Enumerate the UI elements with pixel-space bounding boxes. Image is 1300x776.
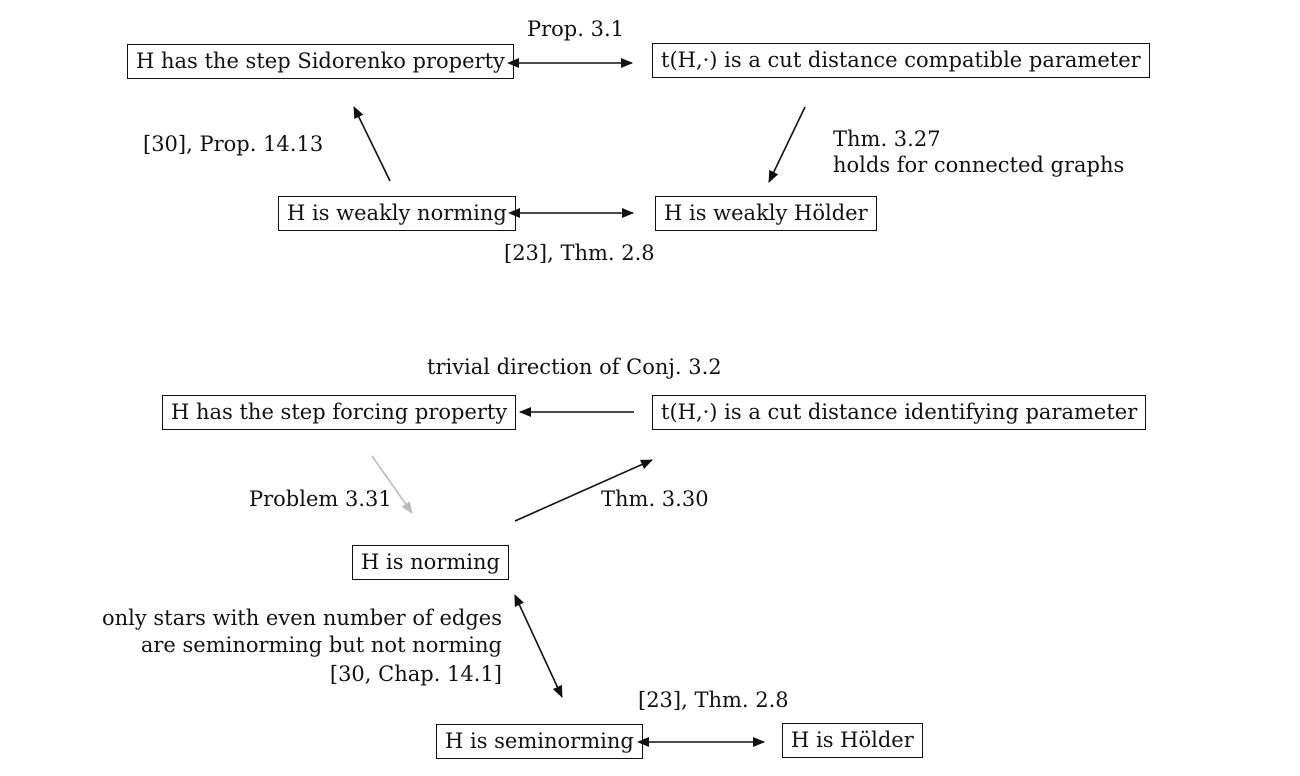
label-prop-3-1: Prop. 3.1 <box>527 17 625 41</box>
node-step-sidorenko-text: H has the step Sidorenko property <box>136 49 505 73</box>
node-cut-compatible-text: t(H,·) is a cut distance compatible para… <box>661 48 1141 72</box>
node-holder: H is Hölder <box>782 723 923 758</box>
label-thm-3-27: Thm. 3.27 <box>833 127 941 151</box>
node-cut-compatible: t(H,·) is a cut distance compatible para… <box>652 43 1150 78</box>
node-weakly-holder: H is weakly Hölder <box>655 196 877 231</box>
node-cut-identifying-text: t(H,·) is a cut distance identifying par… <box>661 400 1138 424</box>
arrow-norming-to-identifying <box>514 459 653 522</box>
label-ref-23-thm-2-8-top: [23], Thm. 2.8 <box>504 241 655 265</box>
label-stars-line-1: only stars with even number of edges <box>101 606 502 630</box>
node-weakly-norming: H is weakly norming <box>278 196 516 231</box>
node-step-sidorenko: H has the step Sidorenko property <box>127 44 514 79</box>
label-problem-3-31: Problem 3.31 <box>249 487 392 511</box>
node-step-forcing-text: H has the step forcing property <box>171 400 508 424</box>
arrow-weakly-norming-to-sidorenko <box>353 106 391 182</box>
label-stars-line-3: [30, Chap. 14.1] <box>329 662 502 686</box>
arrow-forcing-to-norming-open <box>371 455 413 514</box>
label-ref-23-thm-2-8-bottom: [23], Thm. 2.8 <box>638 688 789 712</box>
label-thm-3-30: Thm. 3.30 <box>601 487 709 511</box>
node-seminorming: H is seminorming <box>436 724 643 759</box>
node-norming: H is norming <box>352 545 509 580</box>
arrow-compatible-to-weakly-holder <box>768 106 806 183</box>
node-weakly-holder-text: H is weakly Hölder <box>664 201 868 225</box>
node-holder-text: H is Hölder <box>791 728 914 752</box>
arrow-norming-seminorming <box>514 594 563 698</box>
label-holds-connected: holds for connected graphs <box>833 153 1125 177</box>
label-ref-30-prop-14-13: [30], Prop. 14.13 <box>143 132 324 156</box>
node-norming-text: H is norming <box>361 550 500 574</box>
label-stars-line-2: are seminorming but not norming <box>140 633 502 657</box>
label-trivial-conj-3-2: trivial direction of Conj. 3.2 <box>427 355 722 379</box>
node-cut-identifying: t(H,·) is a cut distance identifying par… <box>652 395 1147 430</box>
node-seminorming-text: H is seminorming <box>445 729 634 753</box>
node-weakly-norming-text: H is weakly norming <box>287 201 507 225</box>
node-step-forcing: H has the step forcing property <box>162 395 517 430</box>
